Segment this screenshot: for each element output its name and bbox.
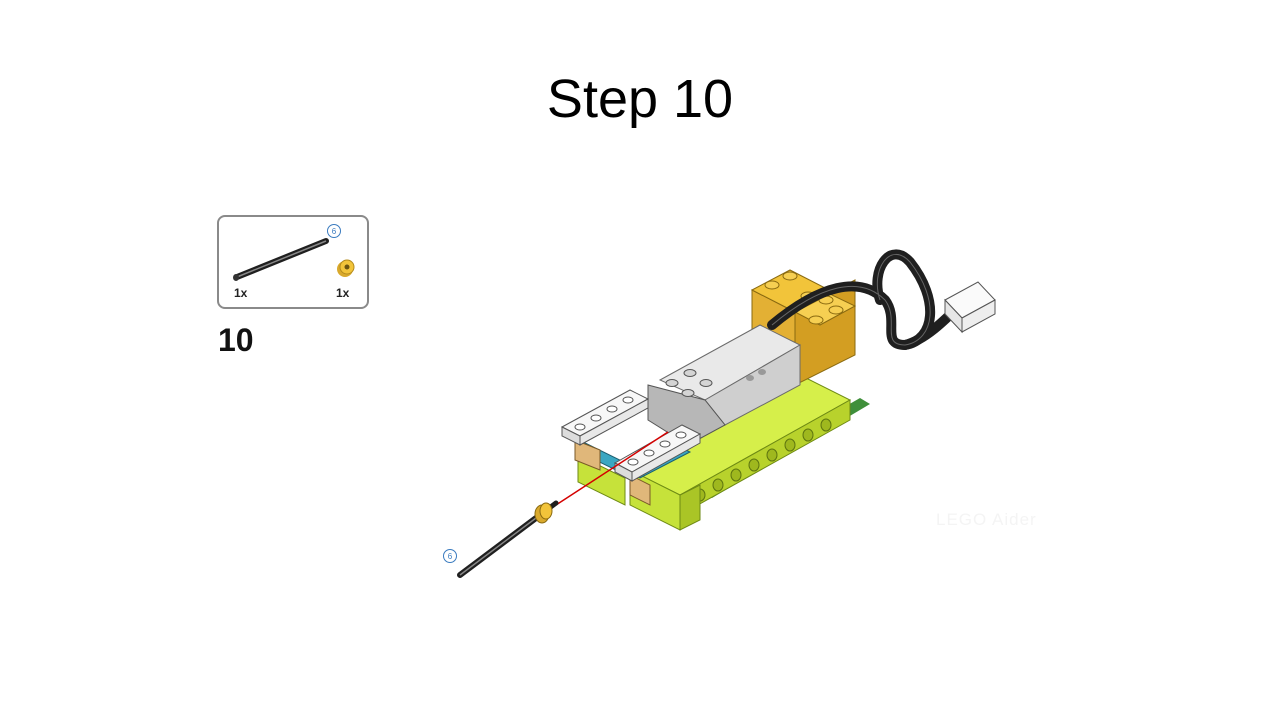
- motor-front: [647, 384, 726, 446]
- motor-studs: [665, 369, 713, 397]
- axle-part-icon: [233, 238, 329, 281]
- white-studs-front: [627, 431, 687, 466]
- insertion-guide-line: [555, 431, 669, 506]
- svg-text:6: 6: [332, 227, 337, 236]
- parts-illustration: 6: [233, 224, 355, 281]
- beam-holes: [694, 418, 832, 502]
- tan-block-front: [629, 474, 651, 506]
- white-studs-left: [574, 396, 634, 431]
- axle-quantity: 1x: [234, 286, 248, 300]
- watermark-text: LEGO Aider: [936, 510, 1037, 529]
- step-number: 10: [218, 322, 254, 358]
- slide-title: Step 10: [546, 69, 734, 129]
- motor-cable-highlight: [771, 254, 931, 346]
- bush-quantity: 1x: [336, 286, 350, 300]
- bush-part-icon: [337, 259, 355, 277]
- parts-callout: 6 1x 1x: [217, 215, 369, 309]
- svg-text:6: 6: [448, 552, 453, 561]
- cable-connector-icon: [944, 281, 996, 334]
- loose-bush-icon: [534, 502, 553, 524]
- callout-length-marker-icon: 6: [443, 549, 457, 563]
- tan-block-left: [574, 439, 601, 471]
- axle-length-marker-icon: 6: [327, 224, 341, 238]
